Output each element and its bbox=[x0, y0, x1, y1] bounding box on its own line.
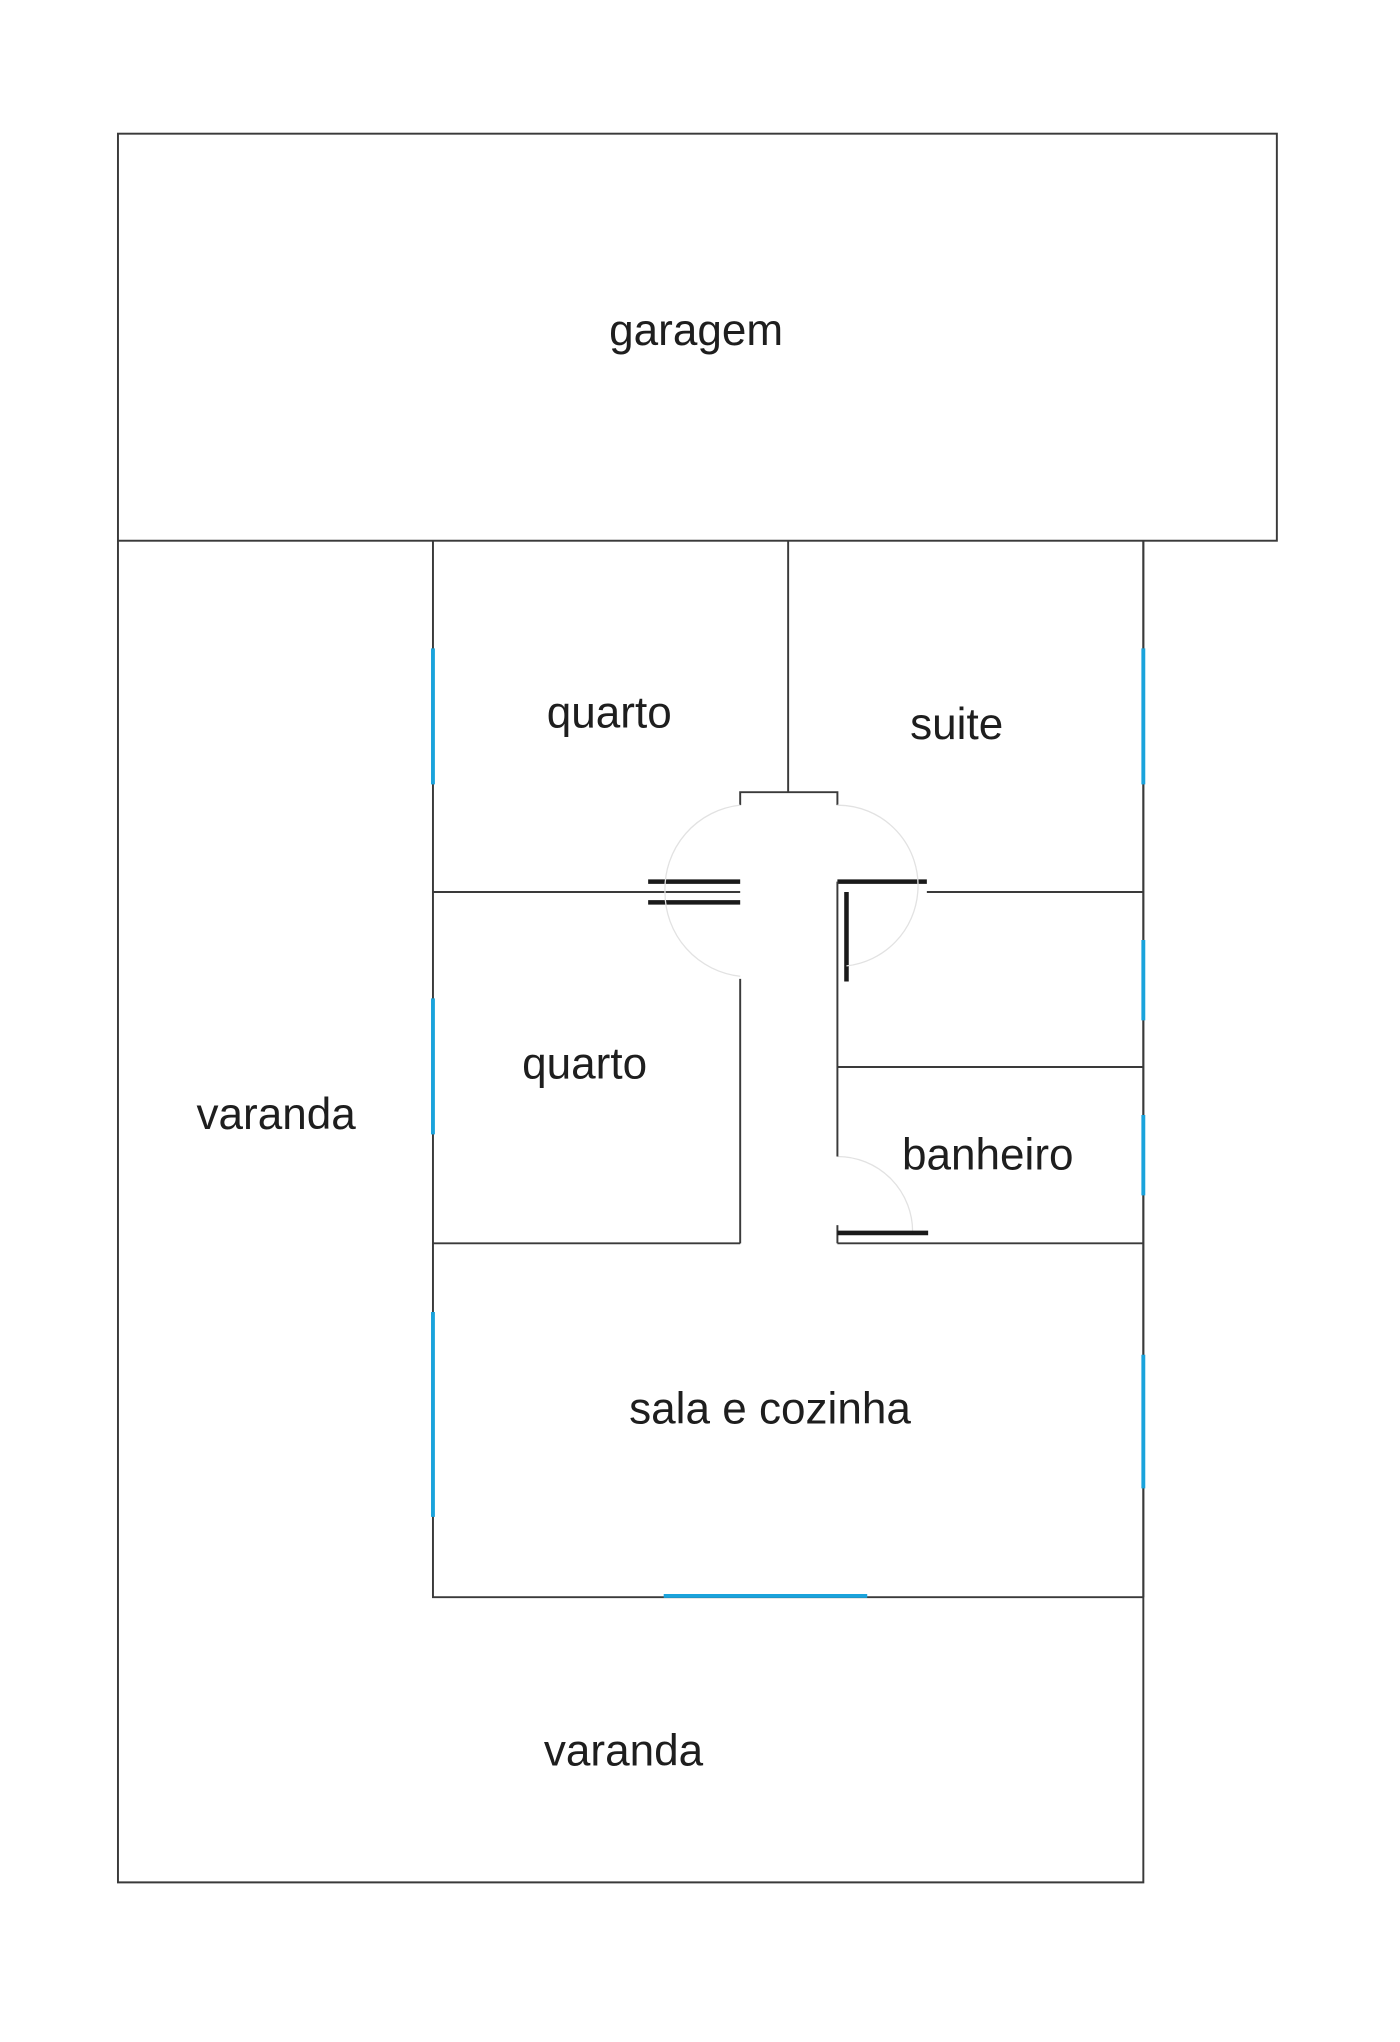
room-label-quarto: quarto bbox=[522, 1040, 647, 1089]
room-label-suite: suite bbox=[910, 700, 1003, 749]
door-swing-arc bbox=[664, 804, 741, 977]
room-label-quarto: quarto bbox=[547, 688, 672, 737]
room-label-varanda: varanda bbox=[196, 1090, 356, 1139]
door-swing-arc bbox=[837, 1155, 914, 1233]
door-swing-arc bbox=[837, 804, 919, 967]
room-label-varanda: varanda bbox=[544, 1727, 704, 1776]
room-label-garagem: garagem bbox=[609, 306, 783, 355]
room-label-sala-cozinha: sala e cozinha bbox=[629, 1384, 911, 1433]
door-bracket bbox=[739, 791, 839, 806]
room-label-banheiro: banheiro bbox=[902, 1130, 1073, 1179]
garage-outline bbox=[116, 132, 1278, 542]
